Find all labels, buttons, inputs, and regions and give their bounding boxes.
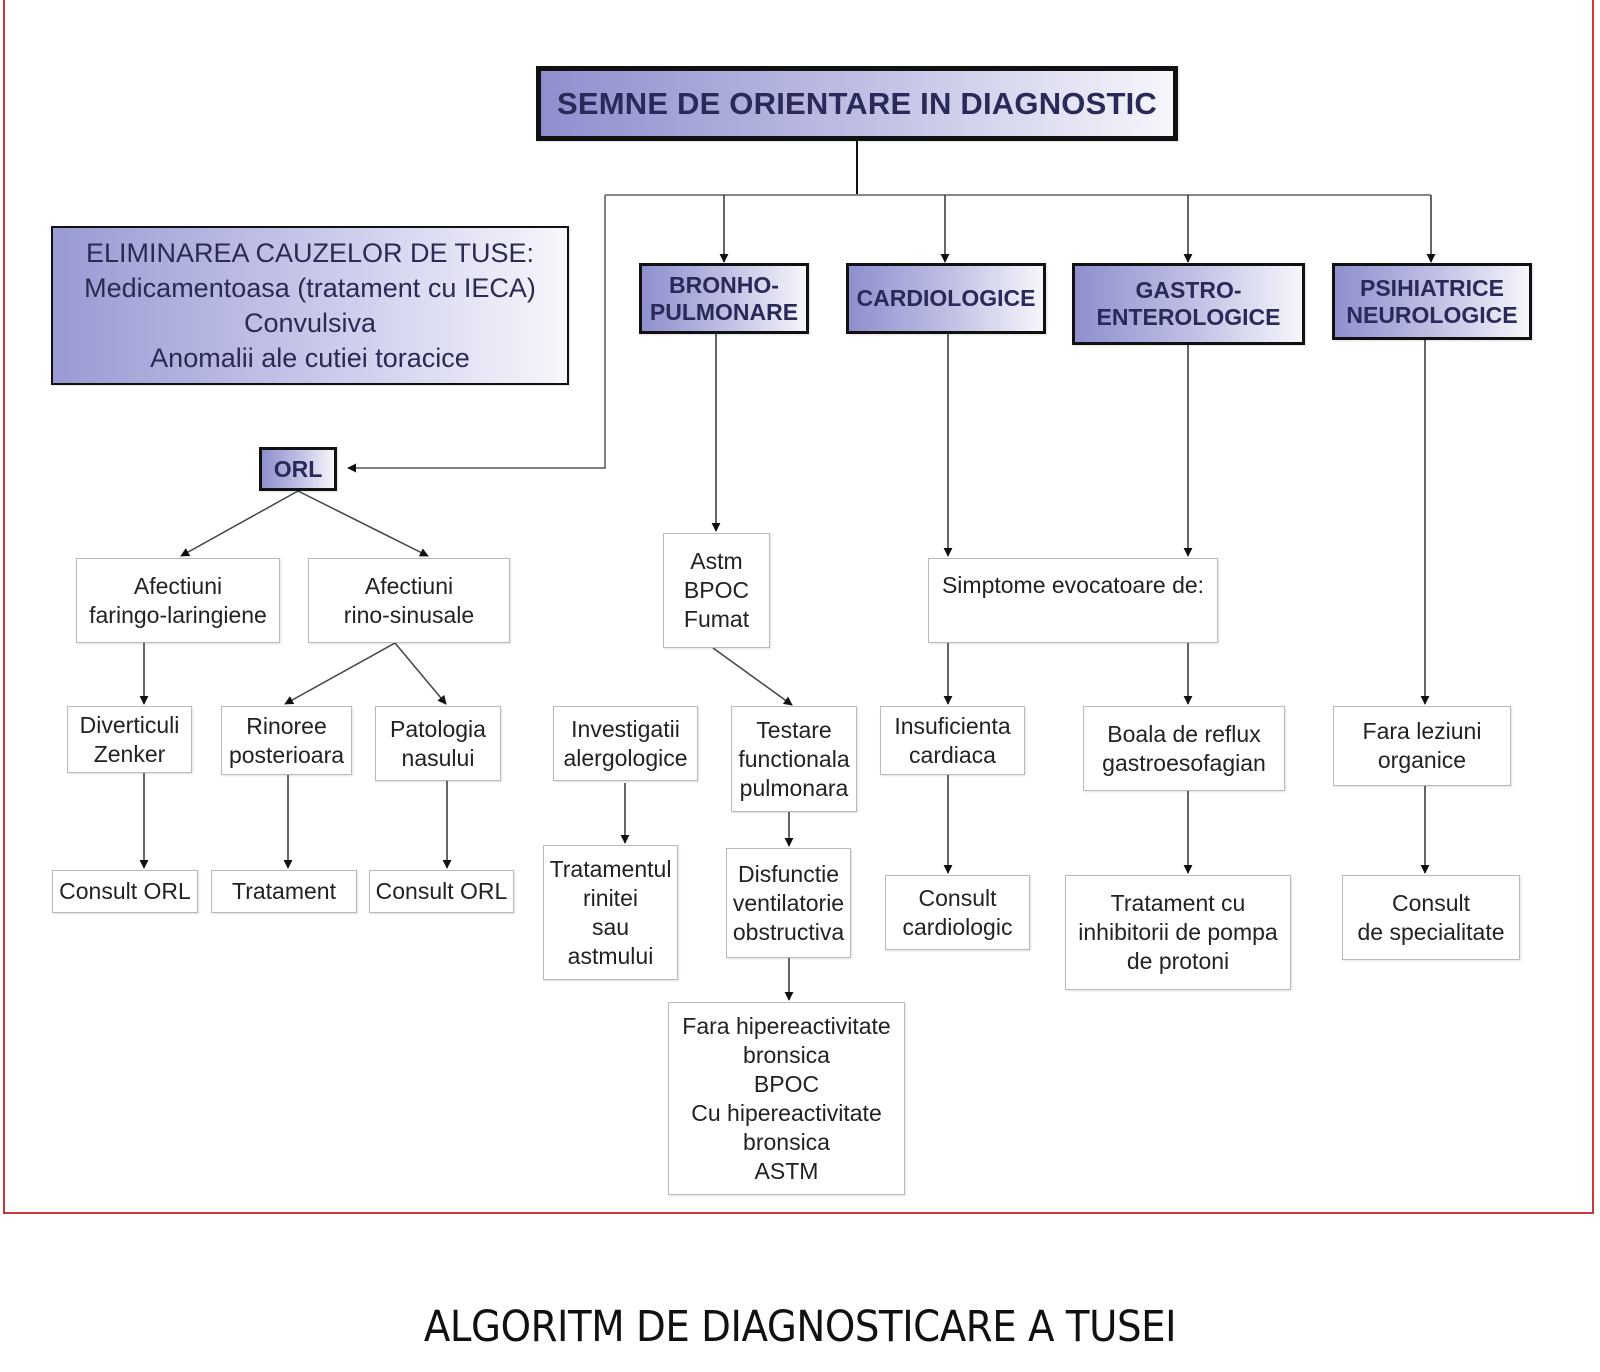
node-text-line: ORL — [273, 455, 323, 482]
node-text-line: bronsica — [743, 1128, 830, 1155]
node-text-line: ASTM — [754, 1157, 819, 1184]
node-text-line: ventilatorie — [732, 889, 845, 916]
node-text-line: Patologia — [390, 715, 486, 742]
eliminare-causes-box: ELIMINAREA CAUZELOR DE TUSE: Medicamentoa… — [51, 226, 569, 385]
node-text-line: Zenker — [93, 740, 166, 767]
category-bronho-pulmonare: BRONHO-PULMONARE — [639, 263, 809, 334]
arrow-rino-rinoree — [284, 642, 396, 705]
node-simptome-evocatoare: Simptome evocatoare de: — [928, 558, 1218, 643]
node-text-line: BRONHO- — [669, 271, 779, 298]
node-text-line: Tratament cu — [1110, 890, 1246, 916]
node-text-line: bronsica — [743, 1041, 830, 1068]
node-text-line: Simptome evocatoare de: — [941, 572, 1205, 598]
node-text-line: Medicamentoasa (tratament cu IECA) — [84, 272, 536, 303]
node-text-line: cardiaca — [909, 741, 996, 768]
node-text-line: BPOC — [683, 577, 750, 603]
arrow-orl-rino — [297, 490, 429, 557]
node-tratament-ipp: Tratament cu inhibitorii de pompa de proto… — [1065, 875, 1291, 990]
node-text-line: Boala de reflux — [1107, 720, 1261, 747]
orl-node: ORL — [259, 447, 337, 491]
node-text-line: BPOC — [753, 1070, 820, 1097]
node-consult-orl-1: Consult ORL — [52, 870, 198, 913]
node-text-line: functionala — [738, 745, 850, 772]
node-text-line: obstructiva — [732, 918, 845, 945]
node-text-line: nasului — [401, 744, 475, 771]
node-text-line: ELIMINAREA CAUZELOR DE TUSE: — [85, 237, 535, 268]
node-text-line: Afectiuni — [133, 572, 223, 599]
category-gastro-enterologice: GASTRO-ENTEROLOGICE — [1072, 263, 1305, 345]
node-text-line: astmului — [567, 942, 654, 969]
node-text-line: pulmonara — [739, 774, 849, 801]
node-text-line: SEMNE DE ORIENTARE IN DIAGNOSTIC — [556, 85, 1158, 121]
node-text-line: de protoni — [1126, 948, 1230, 974]
arrow-root-orl — [347, 195, 606, 473]
node-text-line: Testare — [756, 716, 832, 743]
node-text-line: Consult — [1392, 889, 1470, 916]
node-text-line: CARDIOLOGICE — [856, 285, 1036, 311]
node-text-line: Convulsiva — [243, 307, 377, 338]
node-text-line: Diverticuli — [79, 711, 180, 738]
node-text-line: de specialitate — [1357, 918, 1505, 945]
figure-caption: ALGORITM DE DIAGNOSTICARE A TUSEI — [423, 1302, 1177, 1352]
node-text-line: Tratament — [232, 878, 336, 904]
node-text-line: Astm — [690, 548, 743, 574]
node-text-line: alergologice — [563, 744, 688, 771]
node-text-line: Tratamentul — [549, 855, 672, 882]
node-text-line: rinitei — [583, 884, 638, 911]
node-text-line: PULMONARE — [649, 298, 799, 325]
node-text-line: Fara leziuni — [1362, 718, 1482, 744]
node-text-line: posterioara — [228, 741, 345, 768]
arrow-astm-testare — [712, 647, 793, 706]
node-text-line: Fara hipereactivitate — [682, 1012, 891, 1039]
node-text-line: PSIHIATRICE — [1360, 274, 1504, 301]
node-text-line: GASTRO- — [1135, 277, 1242, 303]
node-text-line: faringo-laringiene — [89, 601, 267, 628]
node-text-line: Consult — [918, 884, 997, 911]
root-node: SEMNE DE ORIENTARE IN DIAGNOSTIC — [536, 66, 1178, 141]
node-text-line: Consult ORL — [375, 878, 508, 904]
node-text-line: Afectiuni — [364, 572, 454, 599]
node-text-line: Anomalii ale cutiei toracice — [150, 342, 470, 373]
node-text-line: gastroesofagian — [1102, 749, 1266, 776]
arrow-orl-faringo — [180, 490, 299, 557]
node-text-line: rino-sinusale — [343, 601, 475, 628]
node-text-line: Investigatii — [571, 715, 680, 742]
node-text-line: NEUROLOGICE — [1346, 301, 1518, 328]
node-text-line: Fumat — [683, 606, 750, 632]
arrow-rino-patologia — [394, 642, 447, 705]
diagram-frame — [3, 0, 1594, 1214]
node-text-line: Cu hipereactivitate — [691, 1099, 882, 1126]
node-text-line: Disfunctie — [738, 860, 839, 887]
node-text-line: inhibitorii de pompa — [1078, 919, 1278, 945]
category-cardiologice: CARDIOLOGICE — [846, 263, 1046, 334]
node-text-line: Rinoree — [246, 712, 327, 739]
node-fara-leziuni-organice: Fara leziuni organice — [1333, 706, 1511, 786]
node-text-line: sau — [591, 913, 630, 940]
node-text-line: cardiologic — [902, 913, 1013, 940]
node-consult-orl-2: Consult ORL — [369, 870, 514, 913]
node-text-line: ENTEROLOGICE — [1096, 304, 1281, 330]
node-text-line: organice — [1377, 747, 1467, 773]
node-text-line: Consult ORL — [59, 878, 191, 904]
node-tratament: Tratament — [211, 870, 357, 913]
node-text-line: Insuficienta — [894, 712, 1011, 739]
